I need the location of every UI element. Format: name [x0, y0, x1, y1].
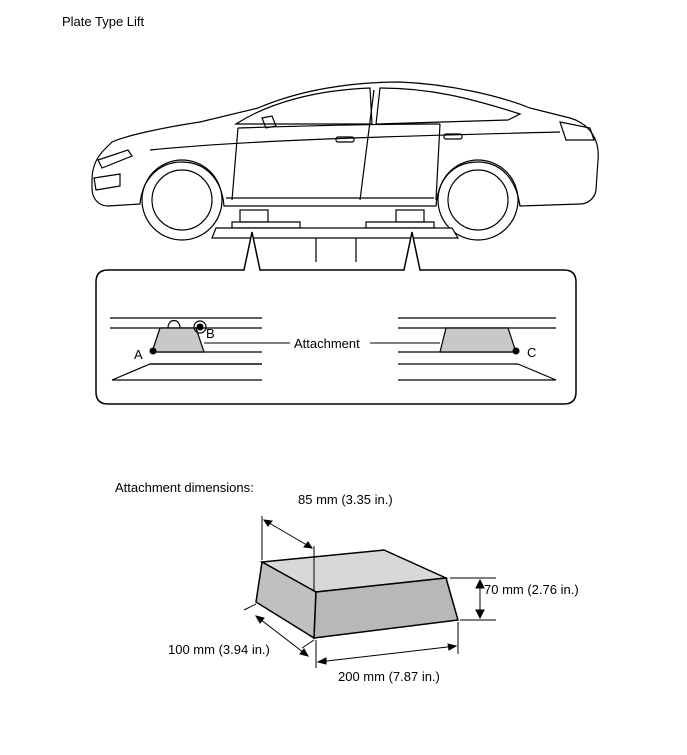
point-c-marker — [512, 347, 520, 355]
dimensions-heading: Attachment dimensions: — [115, 480, 254, 495]
detail-callout: Attachment A B C — [95, 231, 577, 405]
height-label: 70 mm (2.76 in.) — [484, 582, 579, 597]
point-a-label: A — [134, 347, 143, 362]
point-b-label: B — [206, 326, 215, 341]
point-c-label: C — [527, 345, 536, 360]
car-illustration — [91, 81, 599, 241]
point-b-marker — [196, 323, 204, 331]
length-label: 200 mm (7.87 in.) — [338, 669, 440, 684]
page-title: Plate Type Lift — [62, 14, 145, 29]
depth-label: 100 mm (3.94 in.) — [168, 642, 270, 657]
dimension-lines — [243, 516, 496, 668]
attachment-label: Attachment — [294, 336, 360, 351]
attachment-block — [255, 549, 459, 640]
lift-plate — [211, 209, 460, 262]
point-a-marker — [149, 347, 157, 355]
top-width-label: 85 mm (3.35 in.) — [298, 492, 393, 507]
